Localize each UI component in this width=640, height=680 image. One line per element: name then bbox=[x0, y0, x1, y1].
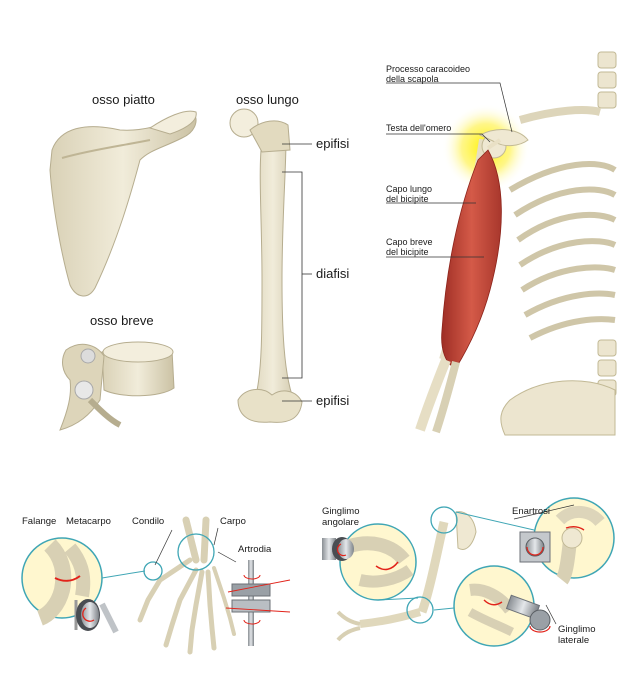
phalanx-label: Falange bbox=[22, 516, 57, 527]
metacarpus-label: Metacarpo bbox=[66, 516, 111, 527]
short-head-label-line2: del bicipite bbox=[386, 247, 429, 257]
scapula-illustration bbox=[49, 110, 197, 297]
flat-bone-label: osso piatto bbox=[92, 92, 155, 107]
epiphysis-top-label: epifisi bbox=[316, 136, 350, 151]
carpus-label: Carpo bbox=[220, 516, 246, 527]
enarthrosis-label: Enartrosi bbox=[512, 506, 551, 517]
long-bone-label: osso lungo bbox=[236, 92, 299, 107]
hand-joints-panel bbox=[21, 516, 291, 655]
vertebra-illustration bbox=[59, 341, 175, 431]
arm-joints-panel bbox=[322, 497, 615, 647]
lateral-hinge-label-line1: Ginglimo bbox=[558, 624, 596, 635]
biceps-panel bbox=[386, 51, 617, 436]
long-head-label-line1: Capo lungo bbox=[386, 184, 433, 194]
coracoid-label-line2: della scapola bbox=[386, 74, 439, 84]
coracoid-label-line1: Processo caracoideo bbox=[386, 64, 471, 74]
long-head-label-line2: del bicipite bbox=[386, 194, 429, 204]
diaphysis-label: diafisi bbox=[316, 266, 350, 281]
short-head-label-line1: Capo breve bbox=[386, 237, 433, 247]
lateral-hinge-label-line2: laterale bbox=[558, 635, 590, 646]
short-bone-label: osso breve bbox=[90, 313, 154, 328]
femur-illustration bbox=[229, 108, 312, 423]
condyle-label: Condilo bbox=[132, 516, 165, 527]
arthrodia-label: Artrodia bbox=[238, 544, 272, 555]
hinge-label-line1: Ginglimo bbox=[322, 506, 360, 517]
hinge-label-line2: angolare bbox=[322, 517, 359, 528]
epiphysis-bottom-label: epifisi bbox=[316, 393, 350, 408]
humeral-head-label: Testa dell'omero bbox=[386, 123, 452, 133]
